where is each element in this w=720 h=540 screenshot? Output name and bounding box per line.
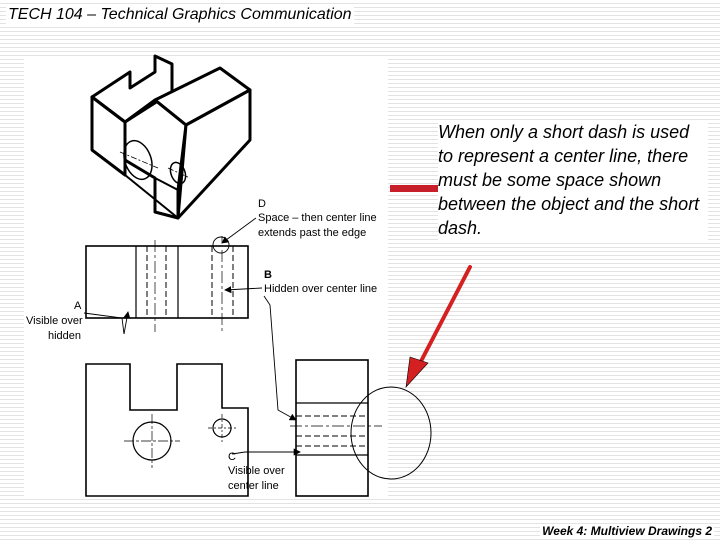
callout-labels: D Space – then center line extends past … <box>26 198 377 492</box>
callout-d-line1: Space – then center line <box>258 212 377 224</box>
iso-top-left <box>90 54 174 124</box>
iso-right-face <box>176 88 252 220</box>
isometric-view <box>90 54 252 220</box>
callout-c-letter: C <box>228 451 236 463</box>
side-view <box>290 359 382 497</box>
callout-b-letter: B <box>264 269 272 281</box>
note-text: When only a short dash is used to repres… <box>438 120 708 240</box>
iso-front-face <box>90 95 188 220</box>
callout-c-line1: Visible over <box>228 465 285 477</box>
detail-d-circle <box>212 236 230 254</box>
top-view-outline <box>85 245 249 319</box>
front-view-outline <box>85 363 249 497</box>
slide-footer: Week 4: Multiview Drawings 2 <box>540 524 714 538</box>
callout-a-line2: hidden <box>48 330 81 342</box>
callout-c-line2: center line <box>228 480 279 492</box>
callout-d-letter: D <box>258 198 266 210</box>
iso-hole-side <box>169 161 187 185</box>
side-view-outline <box>295 359 369 497</box>
iso-hole-front <box>123 139 153 181</box>
callout-a-letter: A <box>74 300 82 312</box>
pointer-arrow <box>405 265 472 388</box>
highlight-circle <box>350 386 432 480</box>
callout-d-line2: extends past the edge <box>258 227 366 239</box>
front-view <box>85 363 249 497</box>
callout-b-text: Hidden over center line <box>264 283 377 295</box>
top-view <box>85 236 249 332</box>
callout-leaders <box>83 217 301 456</box>
accent-bar <box>390 185 440 192</box>
callout-a-line1: Visible over <box>26 315 83 327</box>
slide-title: TECH 104 – Technical Graphics Communicat… <box>6 6 354 24</box>
